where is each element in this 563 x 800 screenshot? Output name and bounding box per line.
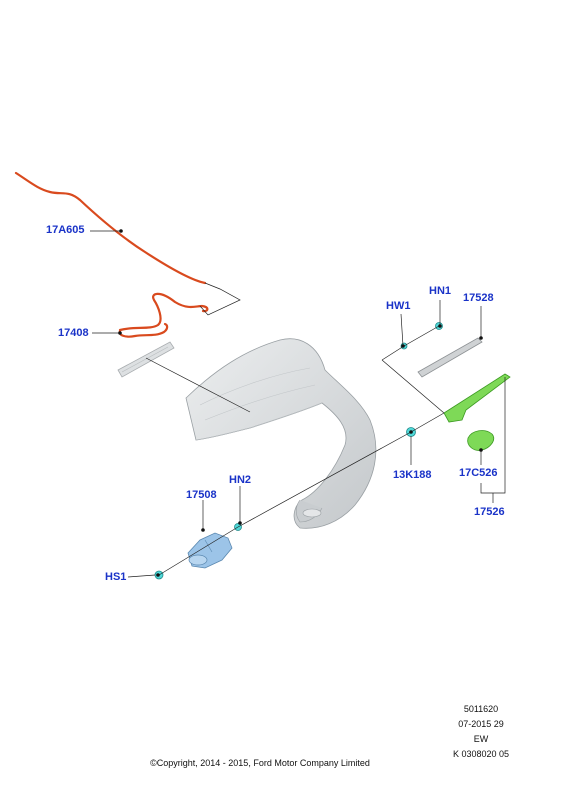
illustration-region: EW [473,734,489,744]
callout-17c526[interactable]: 17C526 [459,467,498,479]
washer-hose-long [14,171,207,285]
callout-17508[interactable]: 17508 [186,489,217,501]
callout-hw1[interactable]: HW1 [386,300,411,312]
callout-hn1[interactable]: HN1 [429,285,452,297]
callout-17408[interactable]: 17408 [58,327,89,339]
liftgate [185,338,377,529]
illustration-code: K 0308020 05 [452,749,510,759]
copyright-text: ©Copyright, 2014 - 2015, Ford Motor Comp… [150,758,370,768]
wiper-arm-cover [467,430,495,451]
callout-17528[interactable]: 17528 [463,292,494,304]
wiper-arm [443,373,511,423]
leader-lines [90,230,506,578]
callout-17526[interactable]: 17526 [474,506,505,518]
leader-dots [118,229,483,577]
callout-17a605[interactable]: 17A605 [46,224,85,236]
illustration-date: 07-2015 29 [458,719,504,729]
light-strip [117,341,175,378]
washer-hose-short [118,292,209,338]
illustration-number: 5011620 [463,704,499,714]
wiper-motor [187,532,233,569]
callout-hn2[interactable]: HN2 [229,474,252,486]
callout-13k188[interactable]: 13K188 [393,469,432,481]
wiper-blade [417,337,483,378]
callout-hs1[interactable]: HS1 [105,571,127,583]
